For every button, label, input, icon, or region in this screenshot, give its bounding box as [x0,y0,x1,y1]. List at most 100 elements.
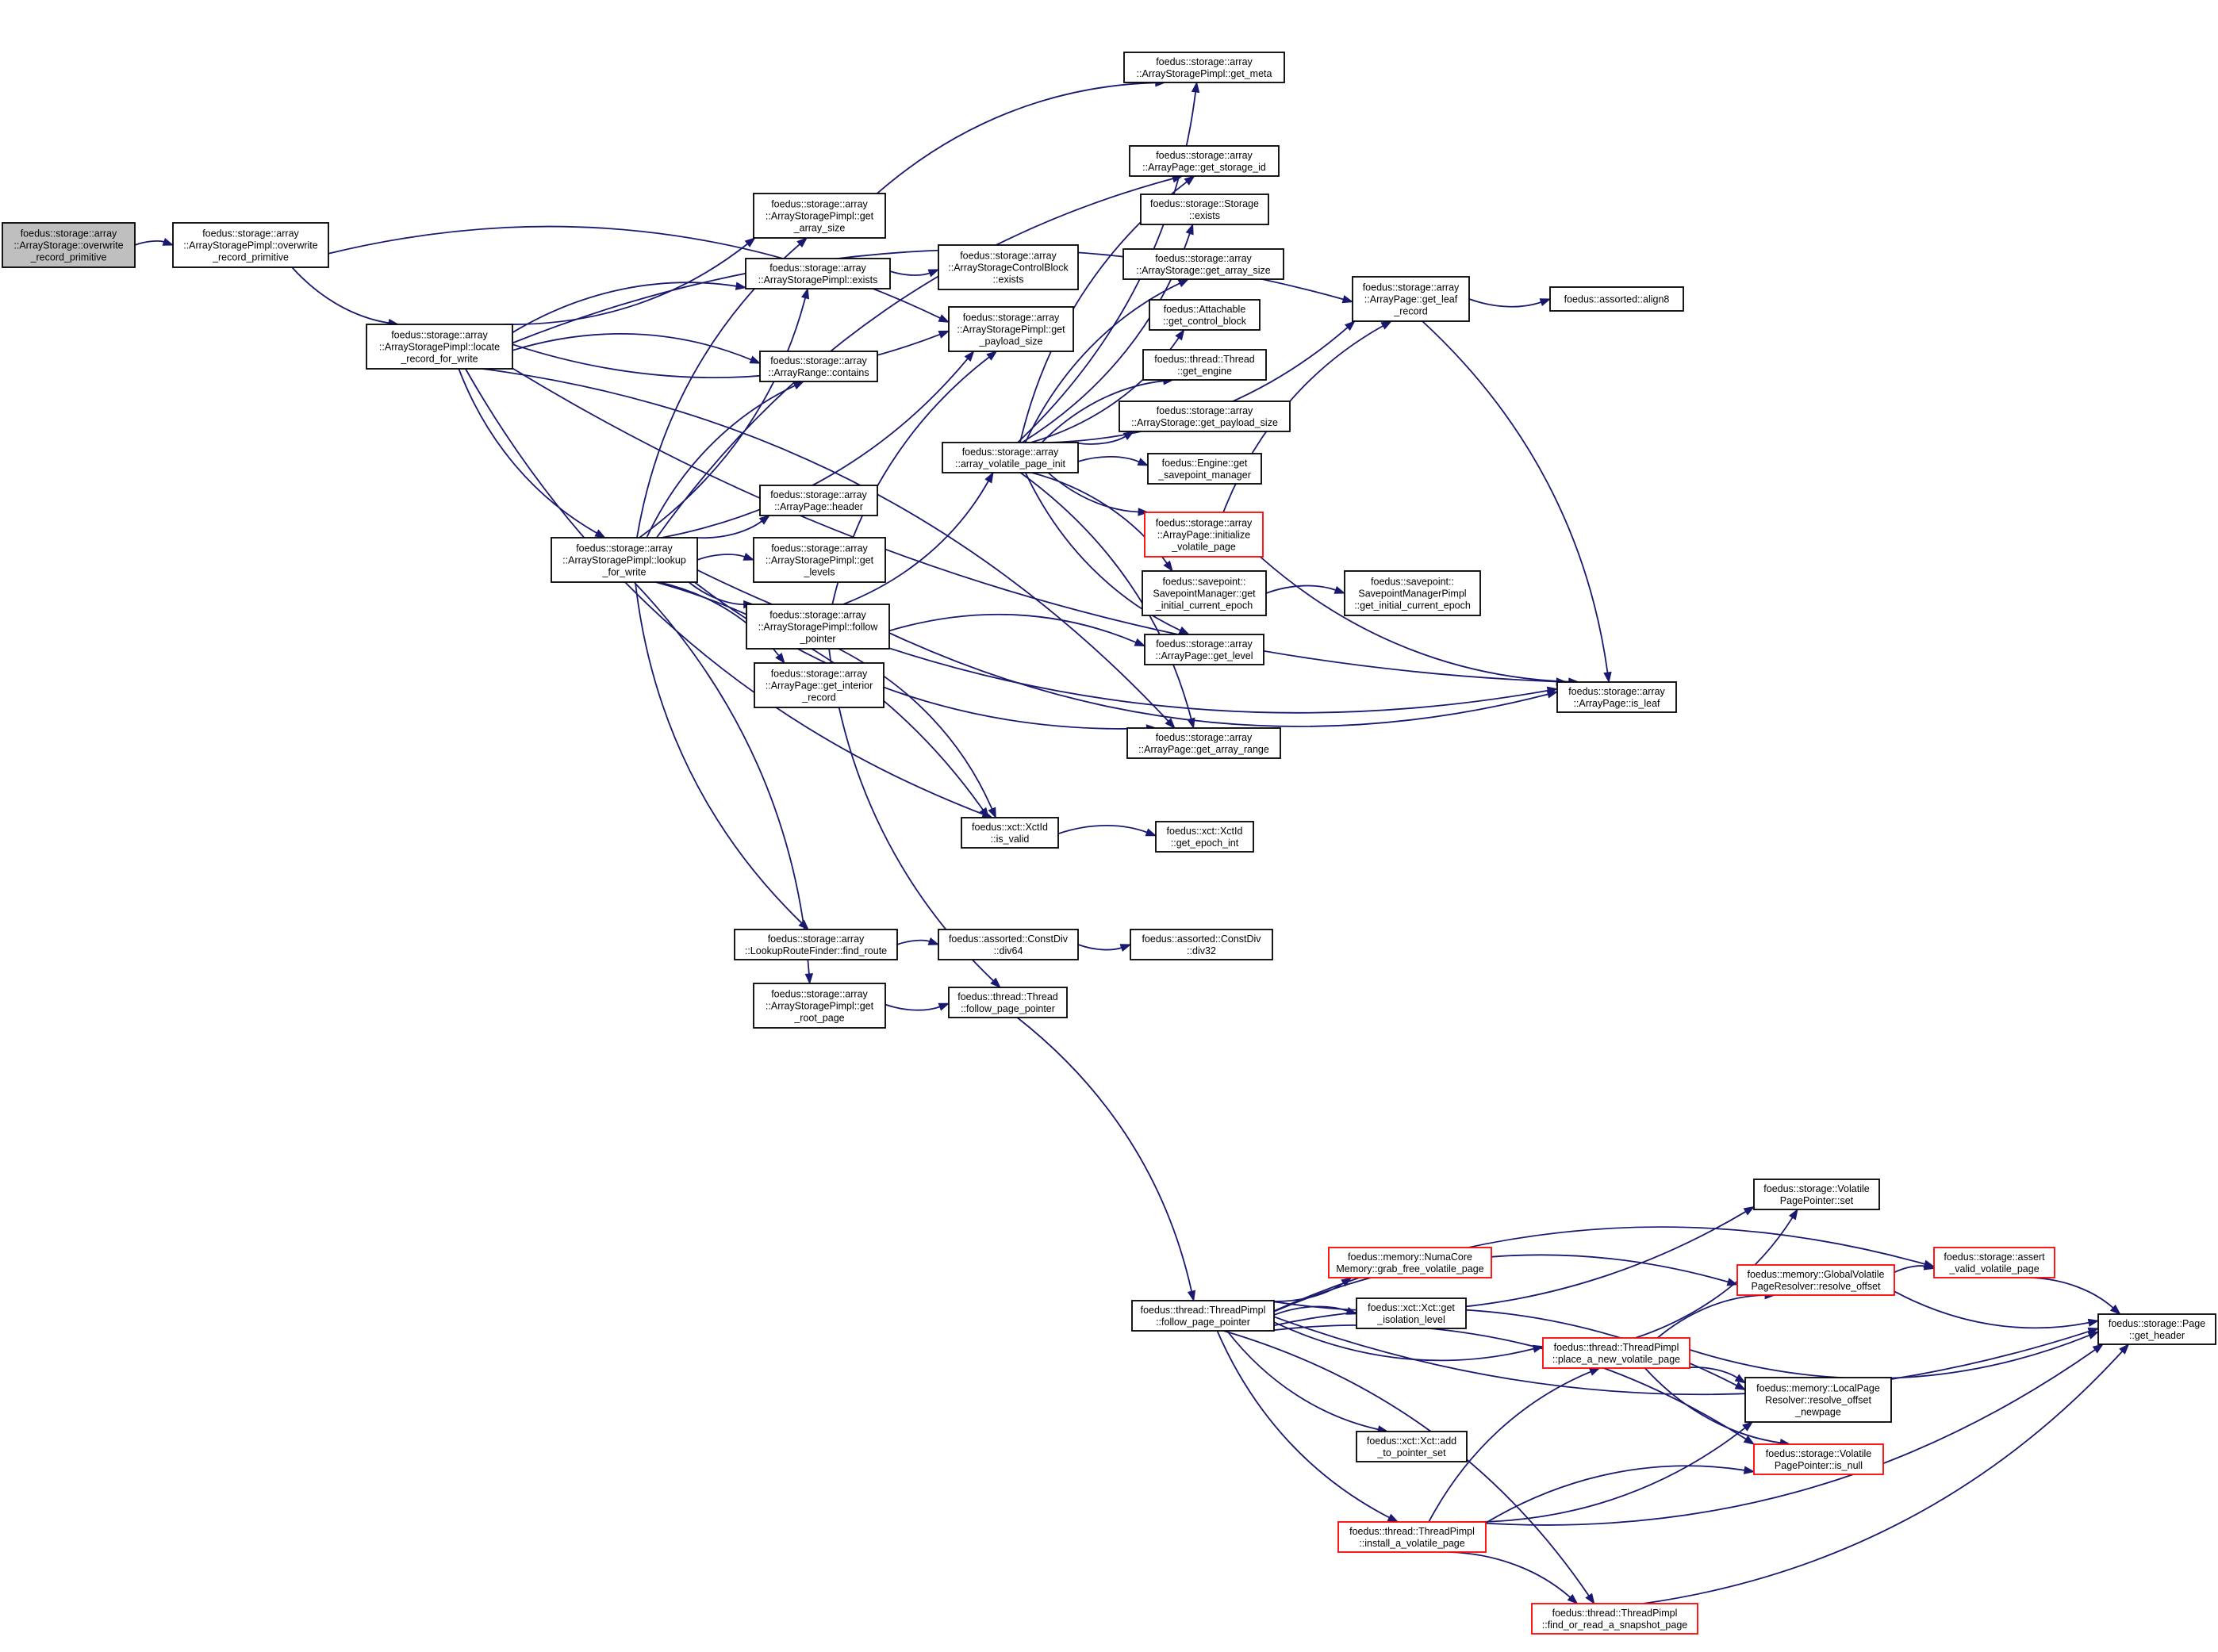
function-node-n18[interactable]: foedus::thread::Thread::follow_page_poin… [948,987,1068,1018]
function-node-n41[interactable]: foedus::thread::ThreadPimpl::install_a_v… [1337,1521,1487,1553]
function-node-label: _isolation_level [1376,1314,1445,1325]
function-node-n44[interactable]: foedus::storage::VolatilePagePointer::se… [1753,1179,1880,1210]
function-node-n30[interactable]: foedus::storage::array::ArrayPage::get_a… [1126,727,1281,759]
function-node-n38[interactable]: foedus::memory::NumaCoreMemory::grab_fre… [1328,1247,1492,1278]
function-node-n23[interactable]: foedus::Attachable::get_control_block [1149,299,1261,331]
arrowhead-icon [2087,1318,2100,1327]
function-node-n29[interactable]: foedus::storage::array::ArrayPage::get_l… [1144,634,1264,665]
call-edge [889,269,940,278]
function-node-n43[interactable]: foedus::thread::ThreadPimpl::find_or_rea… [1531,1603,1698,1635]
function-node-label: ::ArrayPage::header [774,501,863,512]
function-node-n21[interactable]: foedus::storage::Storage::exists [1140,194,1269,225]
function-node-n1[interactable]: foedus::storage::array::ArrayStoragePimp… [172,222,329,268]
function-node-box [1556,681,1677,713]
function-node-n4[interactable]: foedus::storage::array::ArrayStoragePimp… [753,193,886,239]
function-node-label: foedus::storage::array [769,263,866,274]
function-node-label: foedus::storage::array [768,933,865,945]
function-node-label: PagePointer::is_null [1775,1460,1863,1471]
function-node-n24[interactable]: foedus::thread::Thread::get_engine [1142,349,1267,381]
function-node-n31[interactable]: foedus::xct::XctId::get_epoch_int [1155,821,1254,853]
function-node-n3[interactable]: foedus::storage::array::ArrayStoragePimp… [551,537,698,583]
function-node-n48[interactable]: foedus::storage::assert_valid_volatile_p… [1933,1247,2055,1278]
call-edge-line [465,368,984,815]
function-node-n6[interactable]: foedus::storage::array::ArrayRange::cont… [759,351,878,382]
function-node-n26[interactable]: foedus::Engine::get_savepoint_manager [1147,453,1262,485]
function-node-n14[interactable]: foedus::storage::array::ArrayStoragePimp… [948,306,1074,352]
function-node-n36[interactable]: foedus::storage::array::ArrayPage::is_le… [1556,681,1677,713]
function-node-n0[interactable]: foedus::storage::array::ArrayStorage::ov… [2,222,136,268]
function-node-n5[interactable]: foedus::storage::array::ArrayStoragePimp… [745,258,891,289]
function-node-box [1356,1297,1467,1329]
function-node-n33[interactable]: foedus::storage::array::ArrayPage::get_l… [1352,276,1470,322]
call-edge-line [1428,1370,1591,1523]
function-node-n28[interactable]: foedus::savepoint::SavepointManager::get… [1142,570,1267,616]
function-node-n9[interactable]: foedus::storage::array::ArrayStoragePimp… [746,604,890,650]
function-node-label: foedus::storage::array [1568,686,1665,697]
function-node-n34[interactable]: foedus::assorted::align8 [1549,286,1684,312]
arrowhead-icon [927,269,940,278]
function-node-label: ::ArrayPage::is_leaf [1573,698,1660,709]
function-node-n27[interactable]: foedus::storage::array::ArrayPage::initi… [1144,512,1264,558]
function-node-label: foedus::storage::array [202,228,299,240]
function-node-n25[interactable]: foedus::storage::array::ArrayStorage::ge… [1119,401,1291,432]
function-node-label: ::LookupRouteFinder::find_route [745,945,887,956]
function-node-n15[interactable]: foedus::storage::array::array_volatile_p… [942,442,1079,473]
call-edge [1216,1330,1399,1523]
function-node-label: ::get_initial_current_epoch [1354,600,1471,611]
function-node-n11[interactable]: foedus::storage::array::LookupRouteFinde… [734,929,898,960]
function-node-label: ::ArrayStoragePimpl::get [766,555,874,566]
arrowhead-icon [1119,944,1132,952]
function-node-n42[interactable]: foedus::thread::ThreadPimpl::place_a_new… [1542,1337,1690,1369]
function-node-box [2,222,136,268]
function-node-n10[interactable]: foedus::storage::array::ArrayPage::get_i… [754,662,885,708]
call-edge-line [1449,1551,1571,1598]
function-node-n37[interactable]: foedus::thread::ThreadPimpl::follow_page… [1131,1300,1275,1332]
call-edge-line [646,385,796,539]
function-node-label: ::get_header [2129,1330,2185,1341]
call-edge [885,1002,950,1011]
function-node-box [1736,1264,1895,1296]
function-node-n39[interactable]: foedus::xct::Xct::get_isolation_level [1356,1297,1467,1329]
arrowhead-icon [594,529,606,539]
function-node-box [1149,299,1261,331]
function-node-n20[interactable]: foedus::storage::array::ArrayPage::get_s… [1129,145,1280,177]
function-node-n49[interactable]: foedus::storage::Page::get_header [2097,1313,2216,1345]
function-node-label: ::ArrayStorage::overwrite [13,240,123,251]
arrowhead-icon [1743,1466,1756,1474]
function-node-label: _for_write [602,567,647,578]
arrowhead-icon [1380,320,1393,330]
function-node-label: foedus::savepoint:: [1371,577,1454,588]
function-node-label: _newpage [1794,1407,1841,1418]
function-node-n2[interactable]: foedus::storage::array::ArrayStoragePimp… [366,324,513,370]
call-edge [633,581,814,985]
function-node-box [1753,1179,1880,1210]
call-edge [1273,1205,1756,1312]
function-node-n13[interactable]: foedus::storage::array::ArrayStorageCont… [938,244,1079,290]
call-edge-line [1273,1210,1747,1312]
function-node-n22[interactable]: foedus::storage::array::ArrayStorage::ge… [1122,248,1284,280]
function-node-label: foedus::storage::array [391,330,488,341]
function-node-label: SavepointManagerPimpl [1358,588,1466,600]
call-edge [291,266,400,328]
function-node-n16[interactable]: foedus::xct::XctId::is_valid [961,817,1059,849]
function-node-n47[interactable]: foedus::storage::VolatilePagePointer::is… [1753,1443,1884,1475]
function-node-n32[interactable]: foedus::assorted::ConstDiv::div32 [1130,929,1273,960]
function-node-n35[interactable]: foedus::savepoint::SavepointManagerPimpl… [1344,570,1481,616]
function-node-n17[interactable]: foedus::assorted::ConstDiv::div64 [938,929,1079,960]
call-edge [1077,944,1132,952]
function-node-n46[interactable]: foedus::memory::LocalPageResolver::resol… [1744,1377,1892,1423]
call-edge-line [458,368,597,534]
function-node-n7[interactable]: foedus::storage::array::ArrayPage::heade… [759,485,878,516]
function-node-n12[interactable]: foedus::storage::array::ArrayStoragePimp… [753,983,886,1029]
function-node-n40[interactable]: foedus::xct::Xct::add_to_pointer_set [1356,1431,1468,1462]
function-node-n8[interactable]: foedus::storage::array::ArrayStoragePimp… [753,537,886,583]
call-edge-line [888,632,1548,727]
function-node-label: ::get_control_block [1163,316,1247,327]
function-node-box [948,987,1068,1018]
function-node-label: foedus::storage::assert [1944,1251,2045,1263]
function-node-n45[interactable]: foedus::memory::GlobalVolatilePageResolv… [1736,1264,1895,1296]
arrowhead-icon [792,381,805,390]
function-node-label: foedus::storage::Volatile [1766,1448,1871,1459]
call-edge-line [1466,1349,2096,1526]
function-node-n19[interactable]: foedus::storage::array::ArrayStoragePimp… [1123,52,1285,83]
